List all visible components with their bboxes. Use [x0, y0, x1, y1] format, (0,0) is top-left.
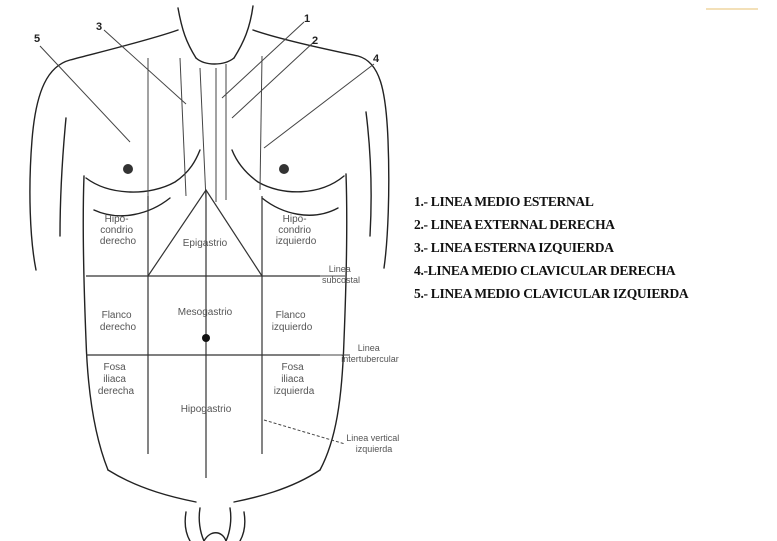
label-mesogastrio: Mesogastrio [178, 307, 233, 318]
label-flanco-izquierdo: Flanco izquierdo [272, 310, 313, 333]
label-linea-vertical-izquierda: Linea vertical izquierda [346, 433, 402, 454]
number-5: 5 [34, 33, 40, 45]
legend-item-5: 5.- LINEA MEDIO CLAVICULAR IZQUIERDA [414, 282, 774, 305]
label-epigastrio: Epigastrio [183, 238, 228, 249]
umbilicus [202, 334, 210, 342]
line-labels: Linea subcostal Linea intertubercular Li… [322, 264, 402, 454]
legend-item-1: 1.- LINEA MEDIO ESTERNAL [414, 190, 774, 213]
leader-lines [40, 22, 374, 148]
legend: 1.- LINEA MEDIO ESTERNAL 2.- LINEA EXTER… [414, 190, 774, 305]
left-nipple [279, 164, 289, 174]
label-hipocondrio-derecho: Hipo- condrio derecho [100, 214, 137, 247]
number-4: 4 [373, 53, 380, 65]
label-fosa-iliaca-izquierda: Fosa iliaca izquierda [274, 362, 315, 397]
region-labels: Hipo- condrio derecho Epigastrio Hipo- c… [98, 214, 317, 415]
number-1: 1 [304, 13, 310, 25]
right-nipple [123, 164, 133, 174]
label-hipocondrio-izquierdo: Hipo- condrio izquierdo [276, 214, 317, 247]
label-flanco-derecho: Flanco derecho [100, 310, 137, 333]
decorative-corner-mark [706, 8, 758, 10]
number-3: 3 [96, 21, 102, 33]
label-linea-intertubercular: Linea intertubercular [341, 343, 399, 364]
number-2: 2 [312, 35, 318, 47]
legend-item-3: 3.- LINEA ESTERNA IZQUIERDA [414, 236, 774, 259]
legend-item-2: 2.- LINEA EXTERNAL DERECHA [414, 213, 774, 236]
label-hipogastrio: Hipogastrio [181, 404, 232, 415]
sternal-lines [148, 56, 262, 202]
label-fosa-iliaca-derecha: Fosa iliaca derecha [98, 362, 135, 397]
label-linea-subcostal: Linea subcostal [322, 264, 360, 285]
legend-item-4: 4.-LINEA MEDIO CLAVICULAR DERECHA [414, 259, 774, 282]
